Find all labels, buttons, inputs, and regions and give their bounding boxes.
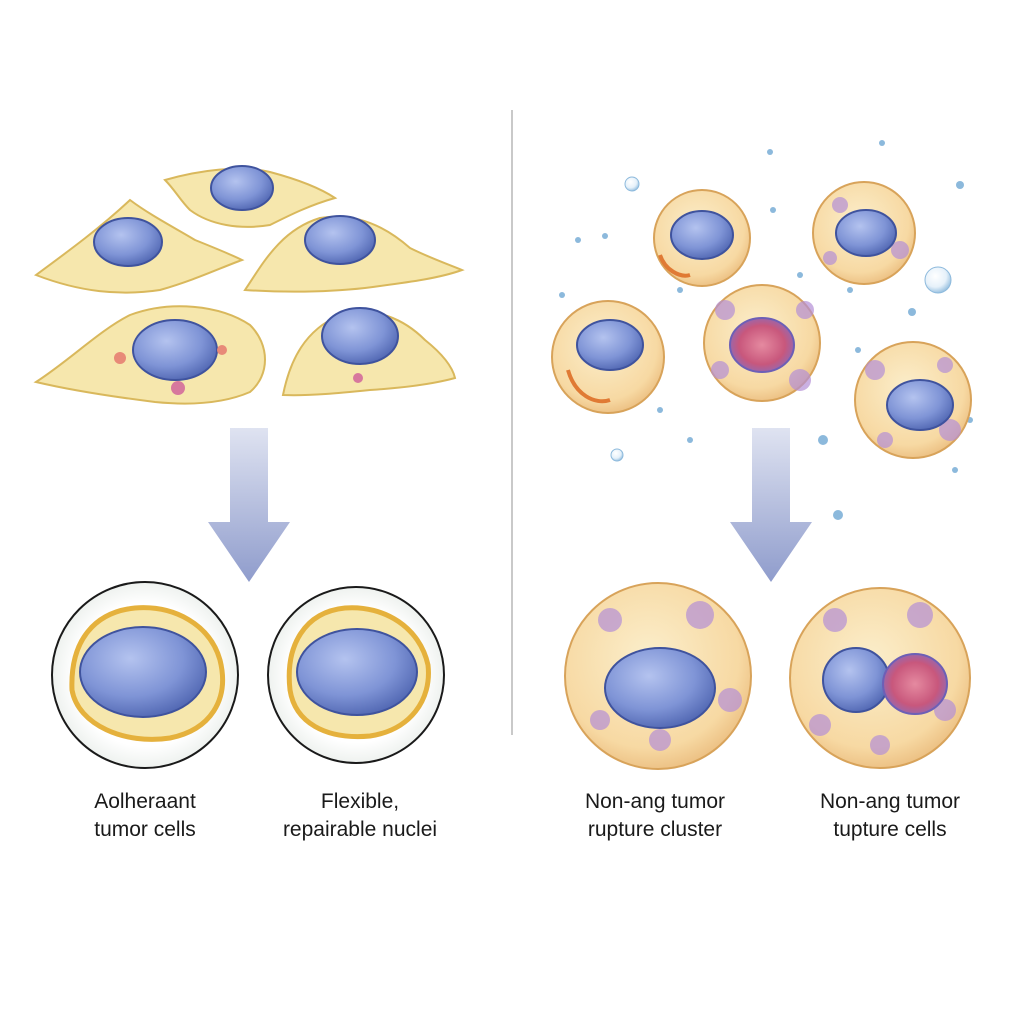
caption-aolheraant-tumor-cells: Aolheraant tumor cells [40,788,250,844]
adherent-cell-group [33,165,465,405]
rupture-tupture-cell [789,587,971,769]
adherent-cell-2 [33,198,245,294]
caption-line: rupture cluster [587,818,723,841]
caption-flexible-repairable-nuclei: Flexible, repairable nuclei [250,788,470,844]
caption-line: Aolheraant [94,790,196,813]
adherent-cell-1 [163,165,338,228]
caption-non-ang-tumor-tupture-cells: Non-ang tumor tupture cells [785,788,995,844]
rupture-cell-1 [653,189,751,287]
left-down-arrow [208,428,290,582]
adherent-cell-5 [281,307,457,397]
flexible-cell-2 [267,586,445,764]
right-down-arrow [730,428,812,582]
caption-line: repairable nuclei [282,818,438,841]
flexible-cell-1 [51,581,239,769]
caption-line: Non-ang tumor [819,790,961,813]
rupture-cell-2 [812,181,916,285]
rupture-cell-4 [703,284,821,402]
caption-non-ang-tumor-rupture-cluster: Non-ang tumor rupture cluster [545,788,765,844]
adherent-cell-3 [243,215,465,293]
rupture-cell-3 [551,300,665,414]
caption-line: tumor cells [94,818,196,841]
caption-line: Non-ang tumor [584,790,726,813]
rupture-cell-5 [854,341,972,459]
rupture-cluster-cell [564,582,752,770]
adherent-cell-4 [33,305,266,405]
droplets [559,140,973,520]
caption-line: Flexible, [320,790,400,813]
caption-line: tupture cells [833,818,947,841]
